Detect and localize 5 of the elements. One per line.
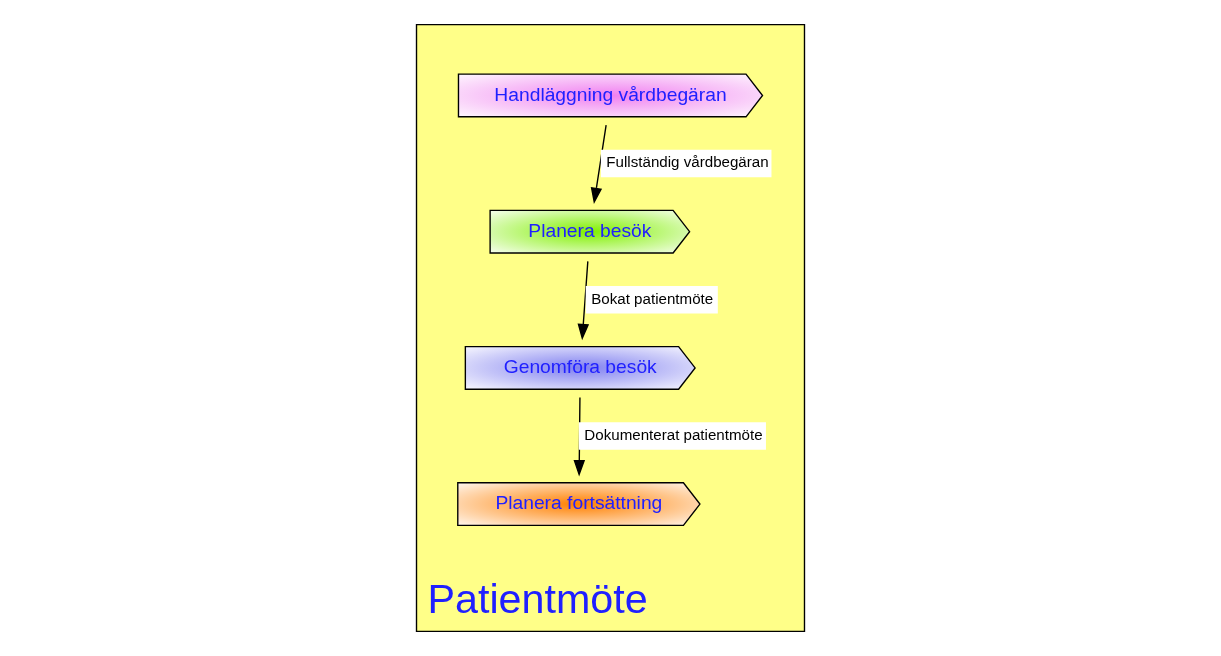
edge-label: Dokumenterat patientmöte bbox=[584, 425, 763, 443]
arrow bbox=[590, 124, 607, 205]
edge-label: Bokat patientmöte bbox=[591, 289, 714, 307]
edge-label: Fullständig vårdbegäran bbox=[606, 153, 769, 171]
arrow bbox=[577, 260, 590, 341]
